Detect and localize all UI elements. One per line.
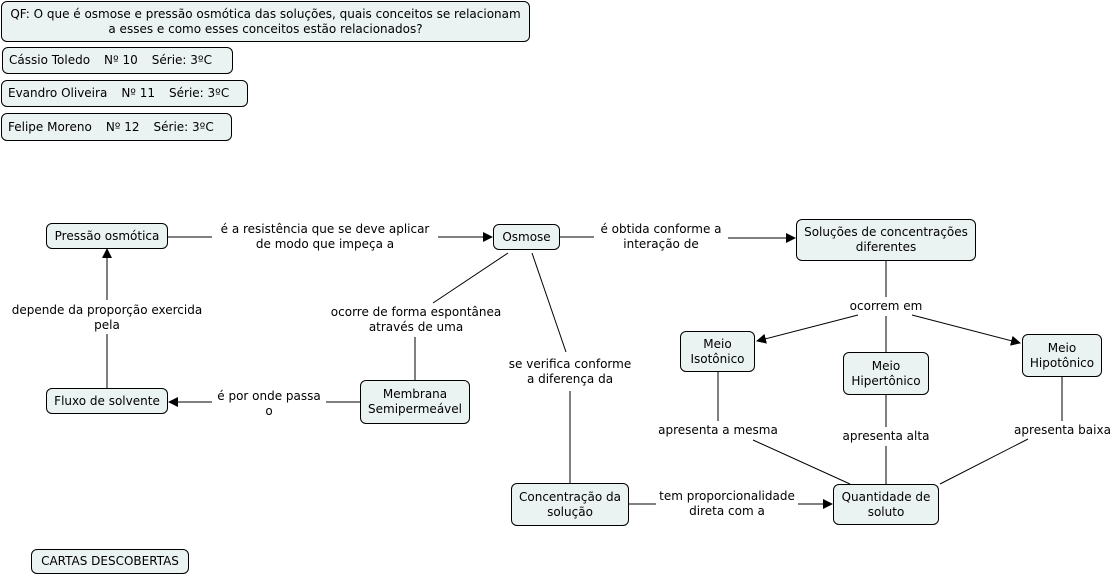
link-resistencia: é a resistência que se deve aplicar de m… (212, 222, 438, 252)
concept-membrana[interactable]: Membrana Semipermeável (360, 380, 470, 424)
student-name: Felipe Moreno (8, 119, 92, 134)
link-por-onde: é por onde passa o (212, 389, 326, 419)
link-ocorre-forma: ocorre de forma espontânea através de um… (323, 305, 509, 335)
link-baixa: apresenta baixa (1011, 423, 1114, 438)
link-mesma: apresenta a mesma (653, 423, 783, 438)
student-number: Nº 11 (121, 86, 156, 100)
concept-cartas-descobertas[interactable]: CARTAS DESCOBERTAS (31, 549, 189, 574)
concept-meio-isotonico[interactable]: Meio Isotônico (680, 331, 755, 372)
student-card: Evandro Oliveira Nº 11 Série: 3ºC (1, 80, 248, 107)
line-osmose-to-ocorre (432, 252, 509, 304)
student-name: Cássio Toledo (9, 53, 91, 67)
student-series: Série: 3ºC (153, 119, 214, 134)
focus-question: QF: O que é osmose e pressão osmótica da… (1, 1, 530, 42)
concept-meio-hipotonico[interactable]: Meio Hipotônico (1022, 334, 1102, 377)
line-baixa-to-quantidade (939, 438, 1029, 485)
link-se-verifica: se verifica conforme a diferença da (504, 357, 636, 387)
concept-quantidade-soluto[interactable]: Quantidade de soluto (833, 484, 939, 525)
link-depende: depende da proporção exercida pela (8, 303, 206, 333)
line-mesma-to-quantidade (752, 439, 851, 485)
arrow-to-isotonico (756, 314, 859, 344)
link-alta: apresenta alta (838, 429, 934, 444)
student-number: Nº 12 (105, 119, 140, 134)
link-ocorrem-em: ocorrem em (846, 299, 926, 314)
arrow-to-hipotonico (911, 314, 1021, 346)
concept-concentracao-solucao[interactable]: Concentração da solução (511, 483, 629, 526)
link-obtida: é obtida conforme a interação de (594, 222, 728, 252)
student-series: Série: 3ºC (169, 86, 230, 100)
concept-meio-hipertonico[interactable]: Meio Hipertônico (843, 352, 929, 395)
student-card: Cássio Toledo Nº 10 Série: 3ºC (2, 47, 233, 74)
student-name: Evandro Oliveira (8, 86, 108, 100)
student-card: Felipe Moreno Nº 12 Série: 3ºC (1, 113, 232, 141)
concept-pressao-osmotica[interactable]: Pressão osmótica (46, 223, 168, 249)
line-osmose-to-verifica (531, 252, 567, 353)
concept-solucoes[interactable]: Soluções de concentrações diferentes (796, 219, 976, 261)
concept-osmose[interactable]: Osmose (493, 224, 560, 250)
concept-fluxo-solvente[interactable]: Fluxo de solvente (46, 388, 168, 414)
student-series: Série: 3ºC (151, 53, 212, 67)
link-proporcionalidade: tem proporcionalidade direta com a (656, 489, 798, 519)
student-number: Nº 10 (104, 53, 138, 67)
